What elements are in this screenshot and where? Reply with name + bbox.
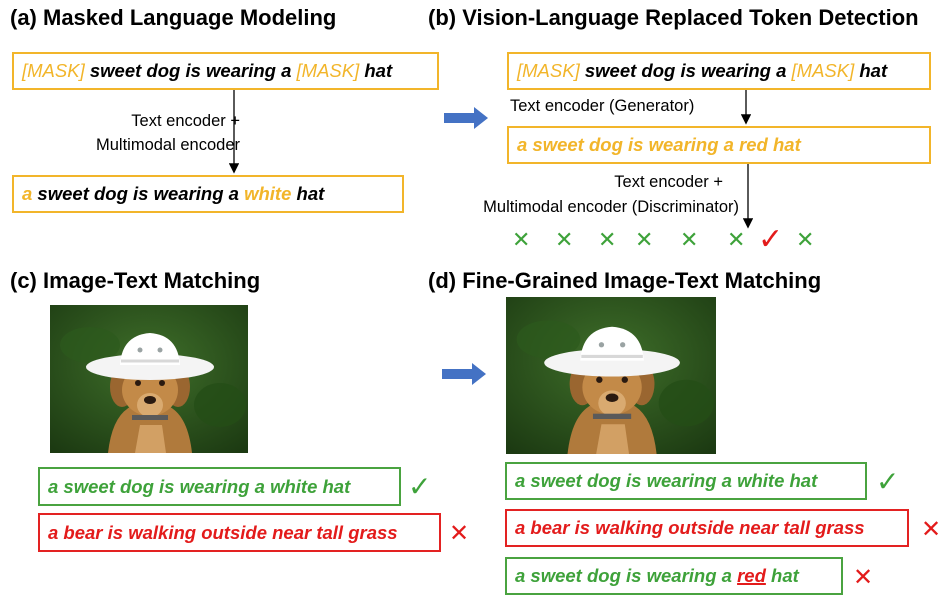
cross-icon: ✕: [921, 516, 942, 543]
output-text: sweet dog is wearing a: [32, 183, 245, 204]
check-icon: ✓: [876, 466, 900, 497]
dog-photo: [50, 305, 248, 453]
caption-text: a sweet dog is wearing a white hat: [515, 470, 818, 491]
fitm-negative-caption: a bear is walking outside near tall gras…: [505, 509, 909, 547]
panel-d-title: (d) Fine-Grained Image-Text Matching: [428, 268, 822, 293]
generated-text: a sweet dog is wearing a red hat: [517, 134, 801, 155]
mlm-output-box: a sweet dog is wearing a white hat: [12, 175, 404, 213]
replaced-word: red: [737, 565, 766, 586]
itm-positive-caption: a sweet dog is wearing a white hat: [38, 467, 401, 506]
output-text-end: hat: [291, 183, 325, 204]
generator-label: Text encoder (Generator): [510, 97, 695, 115]
panel-a-title: (a) Masked Language Modeling: [10, 5, 337, 30]
blue-arrow-icon: [444, 107, 488, 129]
rtd-input-box: [MASK] sweet dog is wearing a [MASK] hat: [507, 52, 931, 90]
mask-token: [MASK]: [22, 60, 85, 81]
cross-icon: ✕: [680, 227, 699, 252]
mask-token: [MASK]: [791, 60, 855, 81]
check-icon: ✓: [408, 471, 432, 502]
discriminator-label-line2: Multimodal encoder (Discriminator): [483, 198, 739, 216]
caption-text: a sweet dog is wearing a white hat: [48, 475, 351, 497]
cross-icon: ✕: [635, 227, 654, 252]
generated-text-box: a sweet dog is wearing a red hat: [507, 126, 931, 164]
itm-negative-caption: a bear is walking outside near tall gras…: [38, 513, 441, 552]
fitm-positive-caption: a sweet dog is wearing a white hat: [505, 462, 867, 500]
mask-token: [MASK]: [296, 60, 360, 81]
cross-icon: ✕: [555, 227, 574, 252]
panel-b-title: (b) Vision-Language Replaced Token Detec…: [428, 5, 919, 30]
discriminator-label-line1: Text encoder +: [614, 173, 723, 191]
input-text-end: hat: [854, 60, 888, 81]
encoder-label-line2: Multimodal encoder: [96, 136, 240, 154]
predicted-token: white: [244, 183, 292, 204]
dog-photo: [506, 297, 716, 454]
caption-text: a bear is walking outside near tall gras…: [515, 517, 865, 538]
cross-icon: ✕: [449, 520, 470, 547]
cross-icon: ✕: [598, 227, 617, 252]
mlm-input-box: [MASK] sweet dog is wearing a [MASK] hat: [12, 52, 439, 90]
encoder-label-line1: Text encoder +: [131, 112, 240, 130]
check-icon: ✓: [758, 223, 784, 256]
predicted-token: a: [22, 183, 33, 204]
caption-text: a sweet dog is wearing a: [515, 565, 738, 586]
caption-text: a bear is walking outside near tall gras…: [48, 521, 398, 543]
mask-token: [MASK]: [517, 60, 580, 81]
caption-text-end: hat: [765, 565, 799, 586]
cross-icon: ✕: [796, 227, 815, 252]
cross-icon: ✕: [727, 227, 746, 252]
input-text: sweet dog is wearing a: [579, 60, 792, 81]
fitm-hard-negative-caption: a sweet dog is wearing a red hat: [505, 557, 843, 595]
input-text: sweet dog is wearing a: [84, 60, 297, 81]
cross-icon: ✕: [512, 227, 531, 252]
input-text-end: hat: [359, 60, 393, 81]
cross-icon: ✕: [853, 564, 874, 591]
panel-c-title: (c) Image-Text Matching: [10, 268, 261, 293]
blue-arrow-icon: [442, 363, 486, 385]
